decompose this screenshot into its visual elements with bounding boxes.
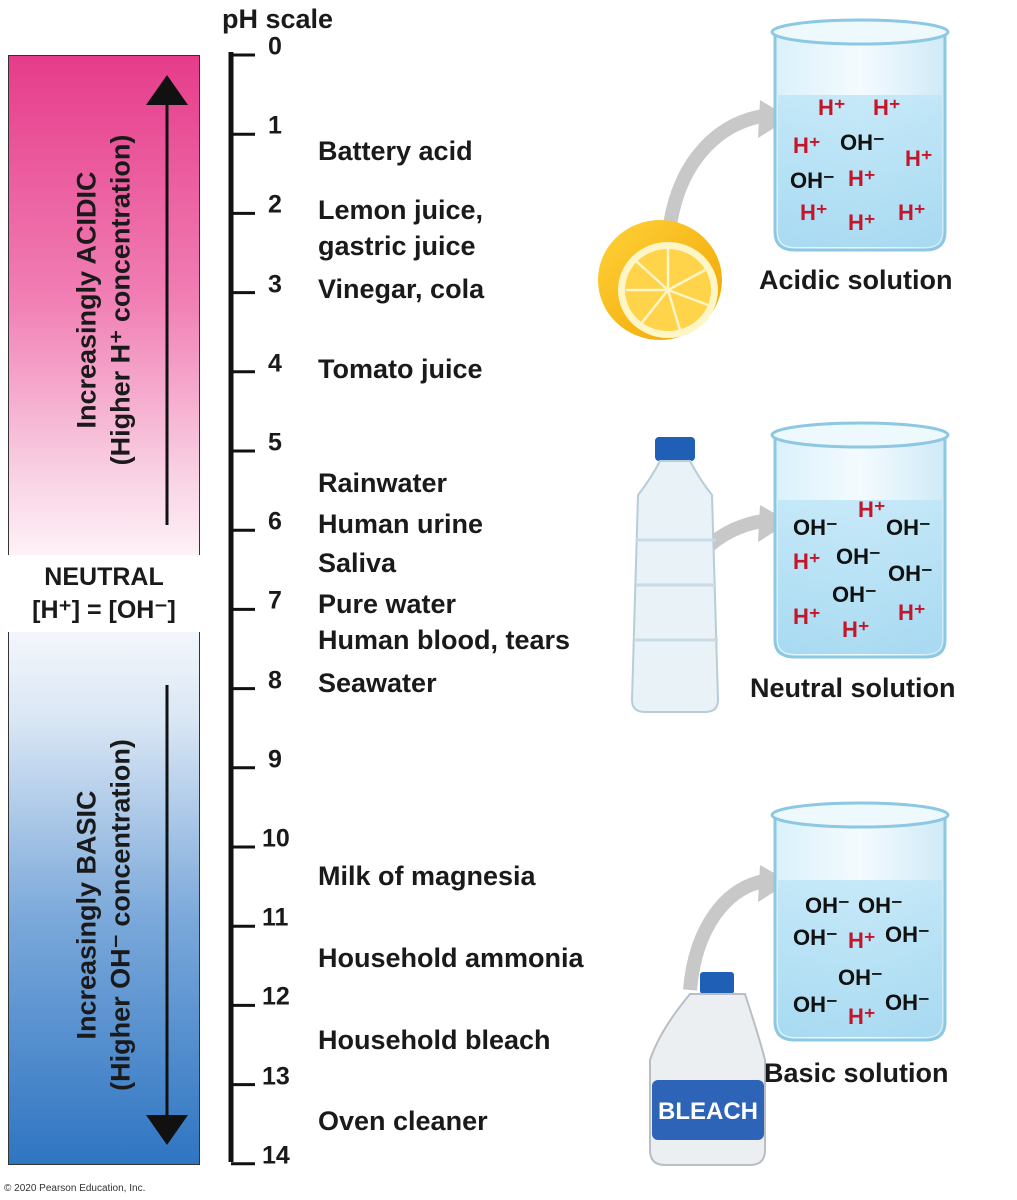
hydrogen-ion-label: H⁺ xyxy=(818,95,846,120)
acidic-solution-label: Acidic solution xyxy=(759,265,953,295)
ph-tick-label: 10 xyxy=(262,824,290,853)
hydroxide-ion-label: OH⁻ xyxy=(793,925,838,950)
hydrogen-ion-label: H⁺ xyxy=(858,497,886,522)
ph-tick-label: 7 xyxy=(268,586,282,615)
ph-tick-label: 6 xyxy=(268,507,282,536)
example-substance: Household bleach xyxy=(318,1025,551,1055)
water-bottle-illustration xyxy=(630,437,720,713)
hydroxide-ion-label: OH⁻ xyxy=(838,965,883,990)
hydroxide-ion-label: OH⁻ xyxy=(790,168,835,193)
example-substance: Oven cleaner xyxy=(318,1106,488,1136)
hydrogen-ion-label: H⁺ xyxy=(842,617,870,642)
hydroxide-ion-label: OH⁻ xyxy=(840,130,885,155)
lemon-illustration xyxy=(598,220,722,340)
ph-tick-label: 12 xyxy=(262,982,290,1011)
hydrogen-ion-label: H⁺ xyxy=(848,210,876,235)
hydrogen-ion-label: H⁺ xyxy=(848,166,876,191)
hydroxide-ion-label: OH⁻ xyxy=(858,893,903,918)
example-substance: Milk of magnesia xyxy=(318,861,536,891)
basic-curved-arrow xyxy=(683,873,772,991)
example-substance: Rainwater xyxy=(318,468,448,498)
hydroxide-ion-label: OH⁻ xyxy=(836,544,881,569)
ph-tick-label: 3 xyxy=(268,270,282,299)
hydrogen-ion-label: H⁺ xyxy=(793,604,821,629)
neutral-beaker xyxy=(770,421,950,659)
example-substance: Vinegar, cola xyxy=(318,274,485,304)
basic-solution-label: Basic solution xyxy=(764,1058,949,1088)
example-substance: Household ammonia xyxy=(318,943,584,973)
hydroxide-ion-label: OH⁻ xyxy=(885,922,930,947)
ph-scale-ticks xyxy=(231,53,255,1166)
example-substance: Lemon juice, xyxy=(318,195,484,225)
hydroxide-ion-label: OH⁻ xyxy=(832,582,877,607)
example-substance: Battery acid xyxy=(318,136,473,166)
neutral-solution-label: Neutral solution xyxy=(750,673,956,703)
example-substance: Human urine xyxy=(318,509,484,539)
basic-beaker xyxy=(770,801,950,1042)
ph-tick-label: 0 xyxy=(268,32,282,61)
copyright-notice: © 2020 Pearson Education, Inc. xyxy=(4,1183,146,1194)
example-substance: Pure water xyxy=(318,589,457,619)
hydroxide-ion-label: OH⁻ xyxy=(888,561,933,586)
example-substance: gastric juice xyxy=(318,231,476,261)
hydrogen-ion-label: H⁺ xyxy=(848,1004,876,1029)
hydrogen-ion-label: H⁺ xyxy=(800,200,828,225)
hydrogen-ion-label: H⁺ xyxy=(793,133,821,158)
hydrogen-ion-label: H⁺ xyxy=(905,146,933,171)
acid-curved-arrow xyxy=(663,108,771,227)
ph-tick-label: 2 xyxy=(268,190,282,219)
ph-tick-label: 14 xyxy=(262,1141,290,1170)
example-substance: Saliva xyxy=(318,548,397,578)
hydroxide-ion-label: OH⁻ xyxy=(886,515,931,540)
hydroxide-ion-label: OH⁻ xyxy=(885,990,930,1015)
neutral-label-line1: NEUTRAL xyxy=(44,563,164,591)
example-substance: Tomato juice xyxy=(318,354,483,384)
hydroxide-ion-label: OH⁻ xyxy=(805,893,850,918)
hydroxide-ion-label: OH⁻ xyxy=(793,992,838,1017)
example-substance: Human blood, tears xyxy=(318,625,571,655)
hydrogen-ion-label: H⁺ xyxy=(898,200,926,225)
acidic-beaker xyxy=(770,18,950,252)
ph-tick-label: 4 xyxy=(268,349,282,378)
ph-scale-title: pH scale xyxy=(222,4,334,34)
example-substance: Seawater xyxy=(318,668,437,698)
ph-tick-label: 11 xyxy=(262,903,289,932)
ph-tick-label: 13 xyxy=(262,1062,290,1091)
ph-tick-label: 1 xyxy=(268,111,282,140)
ph-tick-label: 8 xyxy=(268,666,282,695)
ph-tick-label: 5 xyxy=(268,428,282,457)
neutral-label: NEUTRAL [H⁺] = [OH⁻] xyxy=(8,555,200,632)
hydrogen-ion-label: H⁺ xyxy=(848,928,876,953)
hydrogen-ion-label: H⁺ xyxy=(873,95,901,120)
ph-tick-label: 9 xyxy=(268,745,282,774)
hydrogen-ion-label: H⁺ xyxy=(898,600,926,625)
hydroxide-ion-label: OH⁻ xyxy=(793,515,838,540)
hydrogen-ion-label: H⁺ xyxy=(793,549,821,574)
neutral-label-line2: [H⁺] = [OH⁻] xyxy=(32,595,176,624)
bleach-jug-label: BLEACH xyxy=(658,1098,758,1125)
bleach-jug-illustration xyxy=(649,972,766,1166)
